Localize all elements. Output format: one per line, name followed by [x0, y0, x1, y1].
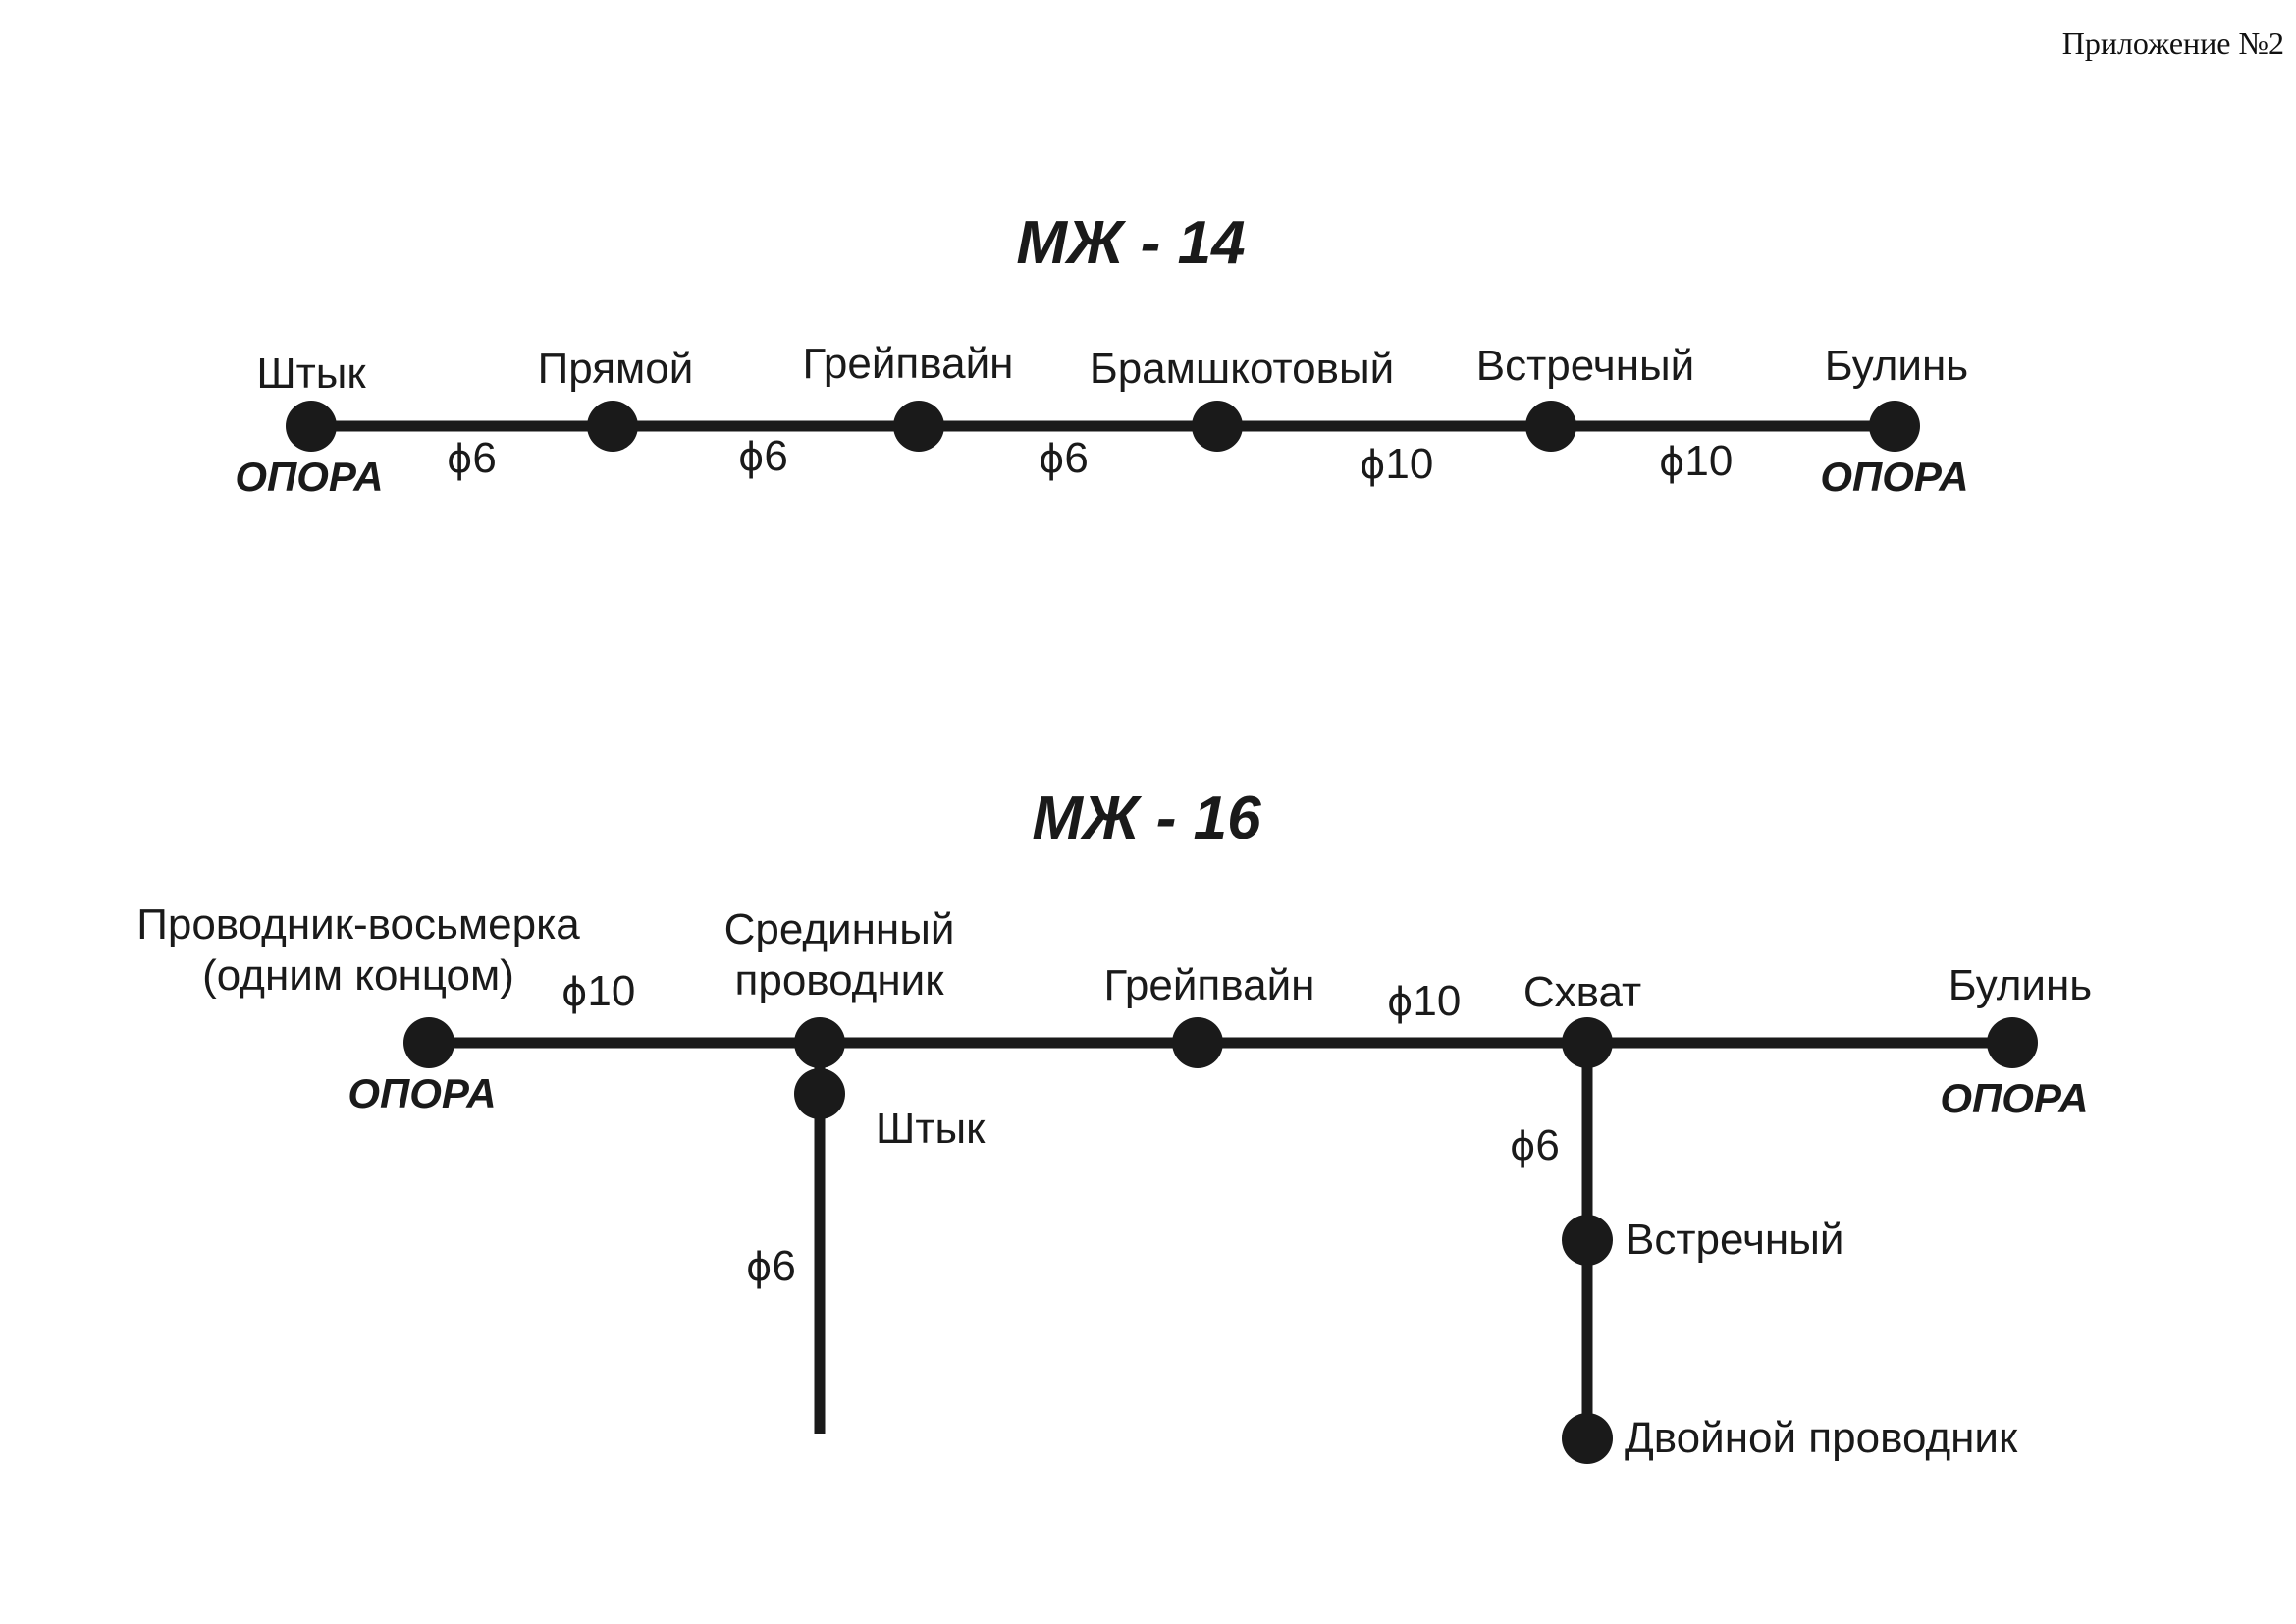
- diagram1-support-right: ОПОРА: [1820, 454, 1969, 500]
- diagram1-label-topsail: Брамшкотовый: [1089, 345, 1395, 393]
- diagram1-diameter-2: ϕ6: [738, 432, 788, 480]
- diagram2-diameter-main-left: ϕ10: [561, 967, 636, 1015]
- diagram2-support-left: ОПОРА: [347, 1070, 497, 1116]
- diagram1-diameter-5: ϕ10: [1659, 437, 1734, 485]
- diagram1-diameter-4: ϕ10: [1360, 440, 1434, 488]
- diagram2-node-figure8: [403, 1017, 454, 1068]
- diagram2-label-bowline: Булинь: [1948, 961, 2093, 1009]
- diagram1-diameter-3: ϕ6: [1039, 434, 1089, 482]
- diagram2-node-double: [1562, 1413, 1613, 1464]
- diagram2-diameter-branch-right: ϕ6: [1510, 1121, 1560, 1169]
- diagram1-label-grapevine: Грейпвайн: [802, 340, 1014, 388]
- diagram1-node-grapevine: [893, 401, 944, 452]
- diagram2-label-double: Двойной проводник: [1625, 1414, 2018, 1462]
- diagram1-diameter-1: ϕ6: [447, 434, 497, 482]
- diagram2-node-middle: [794, 1017, 845, 1068]
- diagram2-support-right: ОПОРА: [1940, 1075, 2089, 1121]
- diagram2-node-stake: [794, 1068, 845, 1119]
- diagram1-label-bowline: Булинь: [1824, 342, 1969, 390]
- diagram2-label-prusik: Схват: [1522, 968, 1642, 1016]
- diagram2-title: МЖ - 16: [1032, 785, 1261, 852]
- diagram2-diameter-branch-left: ϕ6: [746, 1242, 796, 1290]
- diagram1-label-straight: Прямой: [537, 345, 694, 393]
- diagram2-label-grapevine: Грейпвайн: [1103, 961, 1315, 1009]
- diagram2-label-figure8: Проводник-восьмерка (одним концом): [136, 900, 580, 1000]
- diagram1-title: МЖ - 14: [1016, 209, 1246, 277]
- diagram1-label-meeting: Встречный: [1475, 342, 1695, 390]
- diagram2-node-meeting: [1562, 1215, 1613, 1266]
- diagram2-label-meeting: Встречный: [1626, 1216, 1844, 1264]
- diagram1-support-left: ОПОРА: [235, 454, 384, 500]
- diagram1-node-topsail: [1192, 401, 1243, 452]
- appendix-label: Приложение №2: [2061, 26, 2284, 61]
- diagram1-node-bowline: [1869, 401, 1920, 452]
- diagram1-node-stake: [286, 401, 337, 452]
- diagram2-diameter-main-right: ϕ10: [1387, 977, 1462, 1025]
- diagram2-node-prusik: [1562, 1017, 1613, 1068]
- diagram1-node-straight: [587, 401, 638, 452]
- diagram1-label-stake: Штык: [256, 350, 366, 398]
- diagram1-node-meeting: [1525, 401, 1576, 452]
- diagram2-label-stake: Штык: [876, 1105, 986, 1153]
- diagram2-node-grapevine: [1172, 1017, 1223, 1068]
- diagram2-node-bowline: [1987, 1017, 2038, 1068]
- diagram2-label-middle: Срединный проводник: [723, 905, 955, 1004]
